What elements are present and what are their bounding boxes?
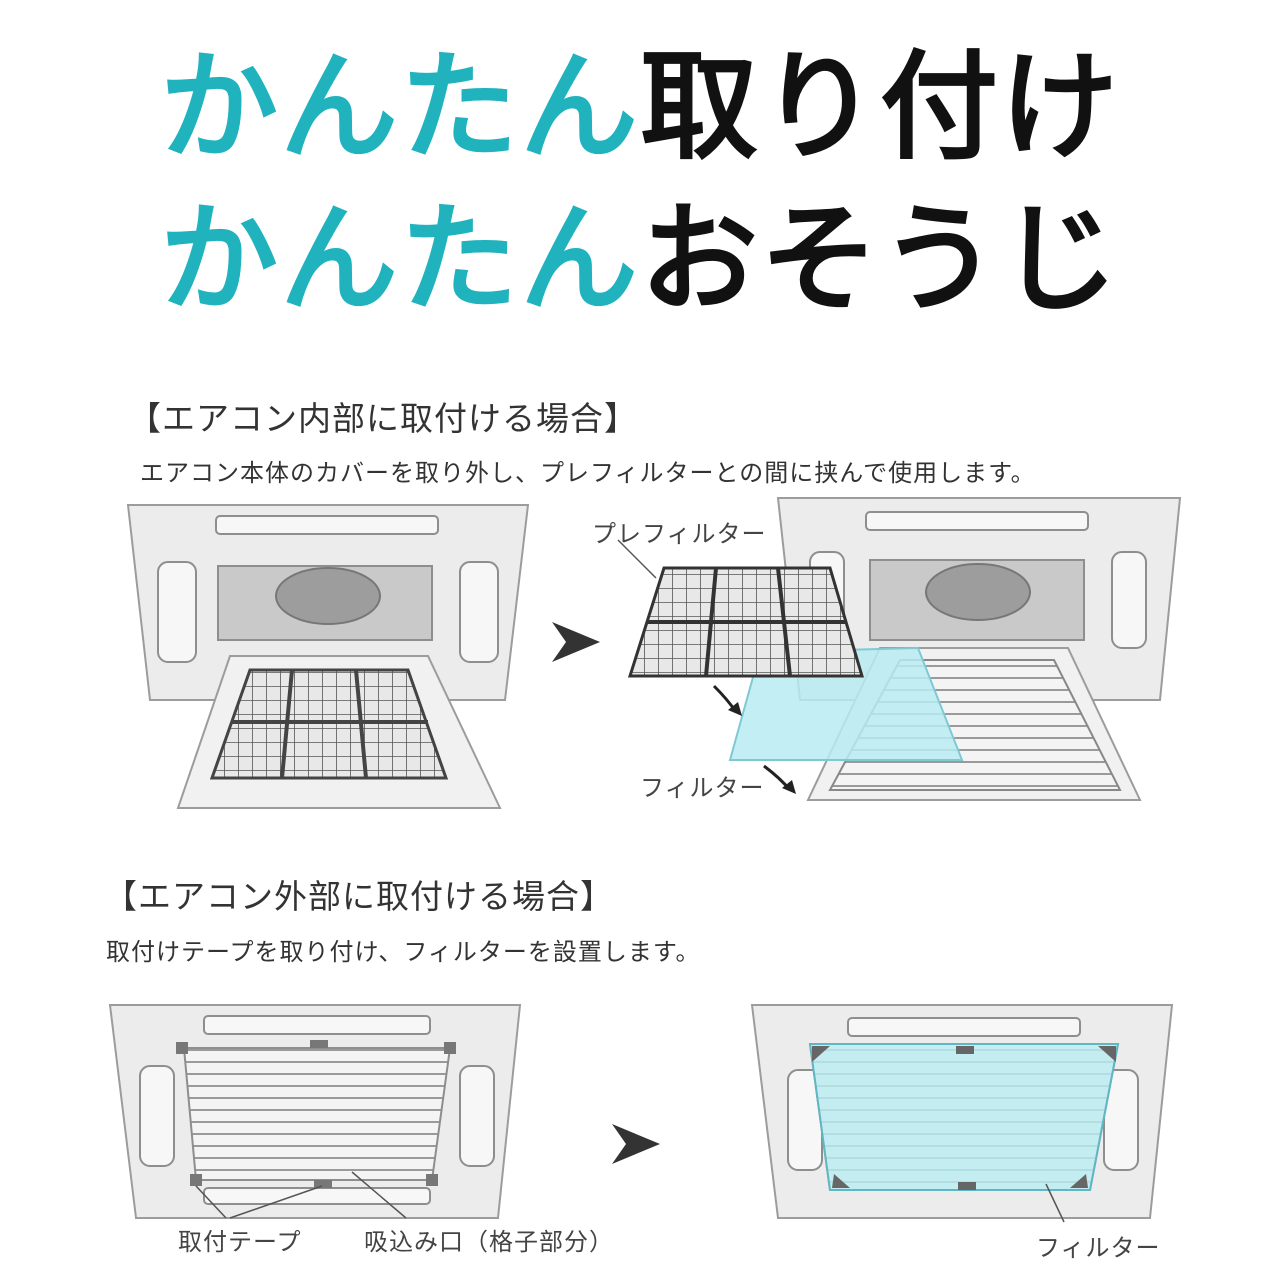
ac-unit-with-tape (108, 1004, 522, 1219)
label-filter-2: フィルター (1036, 1234, 1161, 1262)
headline-line-2: かんたんおそうじ (0, 200, 1280, 318)
tape-corner (190, 1174, 202, 1186)
filter-installed (808, 1043, 1120, 1191)
section2-description: 取付けテープを取り付け、フィルターを設置します。 (106, 938, 701, 966)
label-filter-1: フィルター (640, 774, 765, 802)
label-intake: 吸込み口（格子部分） (364, 1228, 614, 1256)
section1-title: 【エアコン内部に取付ける場合】 (128, 399, 638, 438)
label-prefilter: プレフィルター (592, 520, 767, 548)
side-louver-right (459, 561, 499, 663)
filter-leader-line (1045, 1183, 1065, 1223)
label-tape: 取付テープ (178, 1228, 302, 1256)
tape-corner (426, 1174, 438, 1186)
headline-rest-2: おそうじ (640, 189, 1121, 328)
headline-accent-2: かんたん (159, 189, 640, 328)
tape-leader-line (195, 1185, 227, 1219)
intake-leader-line (351, 1171, 407, 1219)
side-louver-left (157, 561, 197, 663)
fan-icon (275, 567, 381, 625)
headline-rest-1: 取り付け (640, 37, 1121, 176)
ac-unit-panel-open (126, 504, 530, 809)
arrow-right-icon (612, 1124, 660, 1164)
vent-louver (215, 515, 439, 535)
section1-description: エアコン本体のカバーを取り外し、プレフィルターとの間に挟んで使用します。 (140, 459, 1036, 487)
intake-grille (182, 1047, 452, 1181)
section2-title: 【エアコン外部に取付ける場合】 (104, 877, 614, 916)
tape-corner (444, 1042, 456, 1054)
headline-accent-1: かんたん (159, 37, 640, 176)
headline-line-1: かんたん取り付け (0, 48, 1280, 166)
tape-corner (176, 1042, 188, 1054)
arrow-right-icon (552, 622, 600, 662)
ac-unit-filter-installed (750, 1004, 1174, 1223)
ac-unit-exploded (617, 497, 1182, 801)
prefilter-leader-line (617, 539, 657, 579)
